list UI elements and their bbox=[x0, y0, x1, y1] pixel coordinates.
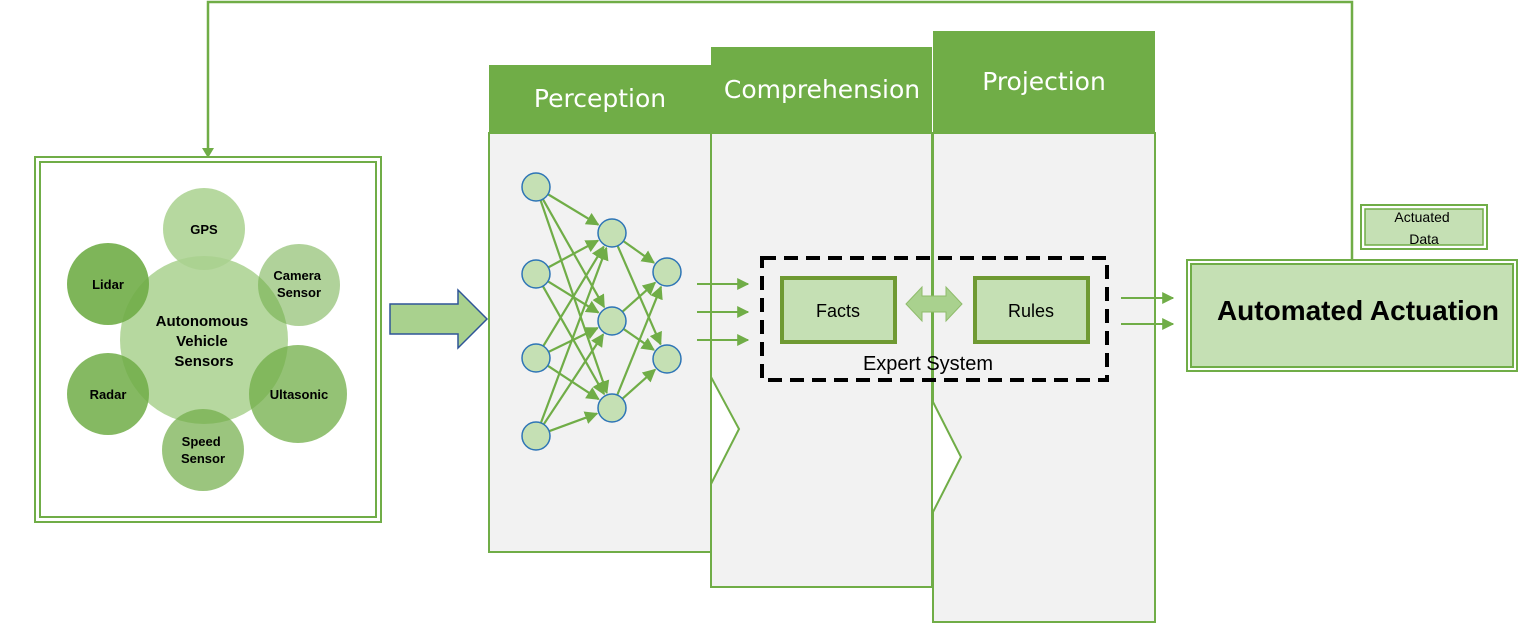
nn-node-layer-2 bbox=[597, 393, 627, 423]
nn-edge bbox=[622, 240, 656, 264]
sensor-lidar-label: Lidar bbox=[92, 277, 124, 292]
nn-edge bbox=[539, 246, 609, 424]
nn-edge bbox=[547, 239, 600, 269]
neural-network-nodes bbox=[521, 172, 682, 451]
nn-edge bbox=[616, 245, 662, 346]
nn-edge bbox=[621, 281, 657, 313]
automated-actuation-label: Automated Actuation bbox=[1217, 295, 1499, 326]
sensor-ultrasonic-circle bbox=[249, 345, 347, 443]
sensor-camera-circle bbox=[258, 244, 340, 326]
projection-panel bbox=[932, 31, 1156, 623]
nn-edge bbox=[548, 411, 599, 433]
sensor-hub-label: Autonomous Vehicle Sensors bbox=[156, 313, 253, 370]
facts-label: Facts bbox=[816, 301, 860, 321]
sensor-speed-circle bbox=[162, 409, 244, 491]
nn-node-layer-1 bbox=[521, 421, 551, 451]
automated-actuation-box: Automated Actuation bbox=[1186, 259, 1518, 372]
nn-node-layer-2 bbox=[597, 218, 627, 248]
sensor-radar-circle bbox=[67, 353, 149, 435]
nn-edge bbox=[542, 333, 605, 425]
sensor-ultrasonic-label: Ultasonic bbox=[270, 387, 329, 402]
sensor-gps-label: GPS bbox=[190, 222, 218, 237]
facts-box: Facts bbox=[780, 276, 897, 344]
feedback-loop bbox=[202, 0, 1354, 262]
block-arrow bbox=[389, 288, 489, 350]
bidirectional-arrow bbox=[905, 285, 963, 323]
sensor-cluster: Autonomous Vehicle Sensors GPS Camera Se… bbox=[67, 188, 347, 491]
nn-edge bbox=[542, 245, 605, 347]
actuated-data-label: Actuated Data bbox=[1394, 209, 1453, 247]
nn-node-layer-1 bbox=[521, 172, 551, 202]
rules-label: Rules bbox=[1008, 301, 1054, 321]
sensor-speed-label: Speed Sensor bbox=[181, 434, 225, 466]
perception-panel bbox=[488, 65, 712, 553]
perception-title: Perception bbox=[534, 84, 666, 113]
nn-edge bbox=[621, 368, 657, 400]
nn-node-layer-1 bbox=[521, 259, 551, 289]
sensor-gps-circle bbox=[163, 188, 245, 270]
sensor-hub-circle bbox=[120, 256, 288, 424]
nn-output-arrows bbox=[697, 278, 750, 346]
nn-node-layer-3 bbox=[652, 257, 682, 287]
actuation-arrows bbox=[1121, 292, 1175, 330]
sensor-camera-label: Camera Sensor bbox=[273, 268, 324, 300]
nn-node-layer-3 bbox=[652, 344, 682, 374]
actuated-data-box: Actuated Data bbox=[1360, 204, 1488, 250]
sensor-lidar-circle bbox=[67, 243, 149, 325]
rules-box: Rules bbox=[973, 276, 1090, 344]
nn-edge bbox=[547, 193, 600, 226]
nn-node-layer-1 bbox=[521, 343, 551, 373]
comprehension-title: Comprehension bbox=[724, 75, 920, 104]
nn-edge bbox=[616, 285, 663, 396]
comprehension-panel bbox=[710, 47, 933, 588]
nn-node-layer-2 bbox=[597, 306, 627, 336]
expert-system-box bbox=[760, 256, 1109, 382]
neural-network-edges bbox=[539, 193, 663, 433]
sensor-radar-label: Radar bbox=[90, 387, 127, 402]
expert-system-label: Expert System bbox=[863, 353, 993, 375]
projection-title: Projection bbox=[982, 67, 1106, 96]
nn-edge bbox=[547, 364, 600, 401]
